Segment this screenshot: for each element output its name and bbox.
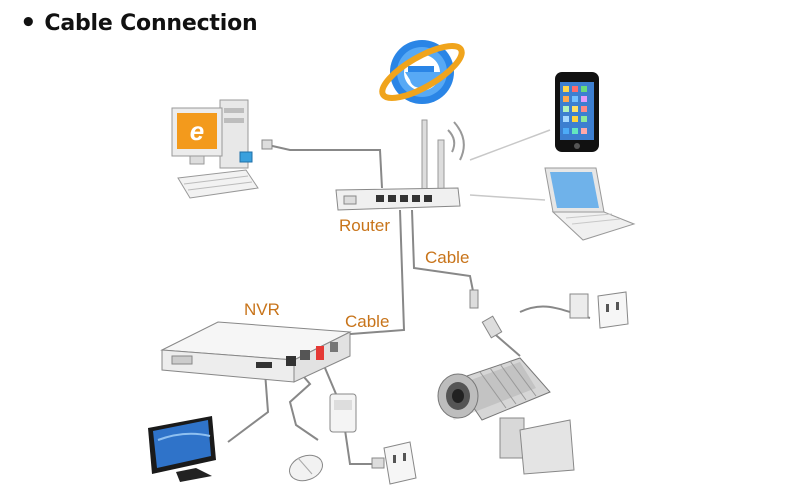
cable-computer-router [267,144,383,189]
internet-explorer-icon [379,40,465,104]
cable-label-router-camera: Cable [425,248,470,267]
cable-nvr-adapter [324,367,337,395]
cable-nvr-mouse [288,369,319,441]
title-text: Cable Connection [44,10,258,36]
page-title: • Cable Connection [20,8,258,38]
power-adapter-icon [329,393,357,433]
cable-label-router-nvr: Cable [345,312,390,331]
desktop-computer-icon: e [171,99,273,199]
mouse-icon [289,454,323,482]
svg-text:e: e [190,116,204,146]
monitor-icon [148,416,216,482]
router-label: Router [339,216,391,235]
cable-nvr-monitor [227,371,270,443]
smartphone-icon [555,72,599,152]
camera-power-outlet-icon [569,291,629,329]
nvr-recorder-icon [160,321,352,383]
router-icon [335,119,465,211]
bullet-camera-icon [437,289,575,475]
nvr-label: NVR [244,300,280,319]
wireless-link-laptop [469,194,546,201]
cable-adapter-outlet [344,429,380,465]
wireless-links [469,129,551,201]
laptop-icon [544,167,636,241]
wireless-link-phone [469,129,551,161]
power-outlet-icon [371,441,417,485]
title-bullet: • [20,8,37,38]
cable-router-camera [411,209,475,297]
